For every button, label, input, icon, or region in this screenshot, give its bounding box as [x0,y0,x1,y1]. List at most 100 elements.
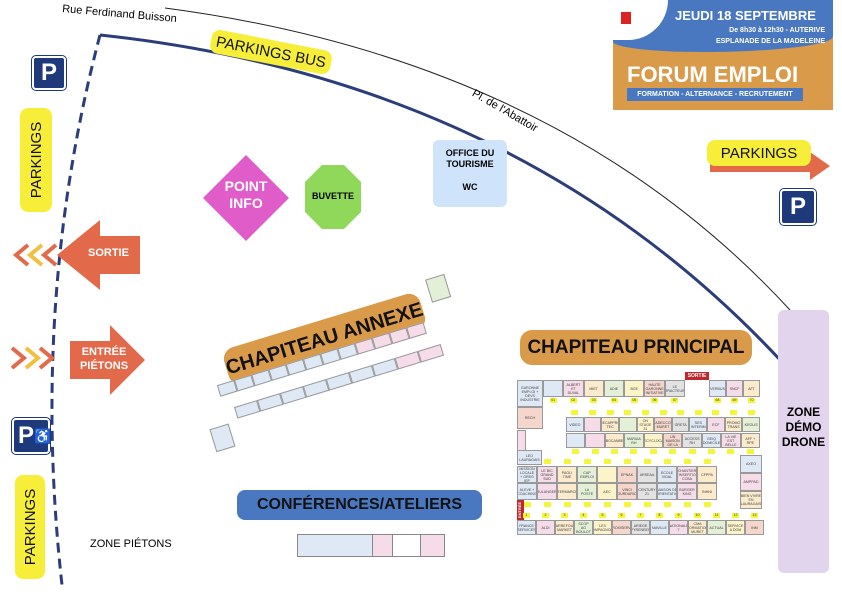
stand[interactable]: BURGER KING [677,483,697,500]
stand[interactable] [256,393,284,412]
stand[interactable]: VINCI BOURDARIOS [617,483,637,500]
stand[interactable]: LA VIE EST BELLE [721,433,741,448]
stand[interactable]: ACTUAL [707,520,726,535]
stand[interactable]: SES INTERIM [689,417,708,432]
stand-number: 11 [713,513,720,518]
stand-number [659,410,667,415]
stand[interactable]: RECYCLOCAL [643,433,663,448]
stand[interactable] [566,433,586,448]
stand-number [727,449,735,454]
stand[interactable]: AMPPAD [740,473,762,491]
stand-number [603,459,611,464]
stand[interactable] [325,372,353,391]
stand[interactable]: CARREFOUR MARKET [555,520,574,535]
stand[interactable]: ALBERT ET DUVAL [563,380,584,397]
stand-number: 01 [549,398,557,403]
stand[interactable]: AFT [743,380,760,397]
stand[interactable]: GARONNE EMPLOI + DEVS INDUSTRIE [517,380,543,407]
stand[interactable]: ECOLE VIDAL [657,466,677,483]
stand[interactable]: LE BIC GRAND SUD [537,466,557,483]
buvette-label: BUVETTE [311,191,354,201]
stand[interactable]: BOCANBE [604,433,625,448]
stand[interactable] [517,430,526,452]
stand[interactable]: MIET [583,380,604,397]
stand[interactable]: ECF [707,417,725,432]
stand[interactable]: ALDI [536,520,555,535]
stand-number [663,459,671,464]
stand[interactable]: MARIAA RH [624,433,644,448]
stand[interactable]: AEC [597,483,617,500]
stand[interactable]: LE TRACTEUR [664,380,685,397]
stand[interactable] [597,466,617,483]
zone-pietons-label: ZONE PIÉTONS [90,538,172,550]
stand[interactable]: PAOLI TIME [557,466,577,483]
stand[interactable]: CENTURY 21 [637,483,657,500]
stand[interactable] [348,365,376,384]
stand-number [571,410,579,415]
stand[interactable]: INM [745,520,764,535]
stand[interactable]: ALEVE + COACHING [517,483,537,500]
stand[interactable]: BIEN VIVRE EN LAURAGAIS [740,491,762,509]
stand[interactable]: ADECCO MURET [654,417,672,432]
stand-number: 13 [751,513,758,518]
stand-number: 3 [561,513,568,518]
stand[interactable]: INTERMARCHE [557,483,577,500]
road-arc-thin [164,7,791,311]
stand[interactable]: FRANCE SERVICES [517,520,536,535]
stand[interactable]: AFF + RPE [740,433,760,448]
stand[interactable]: PROMO TRANS [724,417,743,432]
stand[interactable]: BOULANGERIE [537,483,557,500]
stand[interactable]: SERVICE A DOM [726,520,745,535]
stand[interactable]: CHANTIER D'INSERTION CCBA [677,466,697,483]
stand[interactable]: CAP EMPLOI [577,466,597,483]
parkings-label-right: PARKINGS [707,140,811,166]
stand[interactable]: LES COMPAGNONS [593,520,612,535]
stand-number: 9 [675,513,682,518]
stand[interactable]: LEO LAURAGAIS [517,450,542,465]
stand[interactable] [417,344,445,363]
stand[interactable]: BGE [624,380,645,397]
stand[interactable] [371,358,399,377]
stand[interactable]: HAUTE GARONNE INITIATIVE [644,380,665,397]
stand[interactable]: MAISON DE L'ORIENTATION [657,483,677,500]
banner-time: De 8h30 à 12h30 - AUTERIVE [729,27,825,34]
stand-number: 03 [590,398,598,403]
stand[interactable]: UN MAISON DE LA [663,433,683,448]
stand[interactable]: GRETA [671,417,690,432]
stand[interactable] [233,400,261,419]
stand[interactable]: MISSION LOCALE + GREG IEP [517,466,537,483]
stand[interactable]: ON STAGE 31 [636,417,655,432]
stand[interactable] [618,417,637,432]
stand[interactable]: CFPPA [697,466,717,483]
stand[interactable]: PROXISERVE [612,520,631,535]
stand[interactable]: SCOP AG BOULOT [574,520,593,535]
stand[interactable]: EPNAK [617,466,637,483]
stand[interactable] [394,351,422,370]
stand[interactable]: VERBUS [709,380,726,397]
stand[interactable]: RECAPPRO TEC [601,417,619,432]
stand[interactable] [543,380,564,397]
stand[interactable]: ARIEGE PYRENEES [631,520,650,535]
stand[interactable]: ADIE [603,380,625,397]
stand-number [591,449,599,454]
stand[interactable] [302,379,330,398]
conference-room [298,535,374,556]
stand[interactable]: ARSEAA [637,466,657,483]
stand[interactable]: NATIONALE 7 [669,520,688,535]
stand[interactable]: VIDEO [566,417,584,432]
stand[interactable]: CMA FORMATION MURET [688,520,707,535]
stand[interactable] [585,433,605,448]
stand[interactable] [583,417,602,432]
stand[interactable]: AXEO [740,455,762,473]
stand[interactable]: RECH [517,407,543,429]
stand[interactable]: LA POSTE [577,483,597,500]
stand-number [747,410,755,415]
stand[interactable]: INHNI [697,483,717,500]
stand[interactable]: ACCESS RH [682,433,702,448]
stand[interactable]: GEIQ DOMICILE [701,433,722,448]
stand[interactable]: KEOLIS [742,417,760,432]
stand[interactable]: MAVILLE [650,520,669,535]
stand[interactable] [279,386,307,405]
stand[interactable]: SNCF [726,380,743,397]
parkings-arrow-icon [710,152,830,180]
